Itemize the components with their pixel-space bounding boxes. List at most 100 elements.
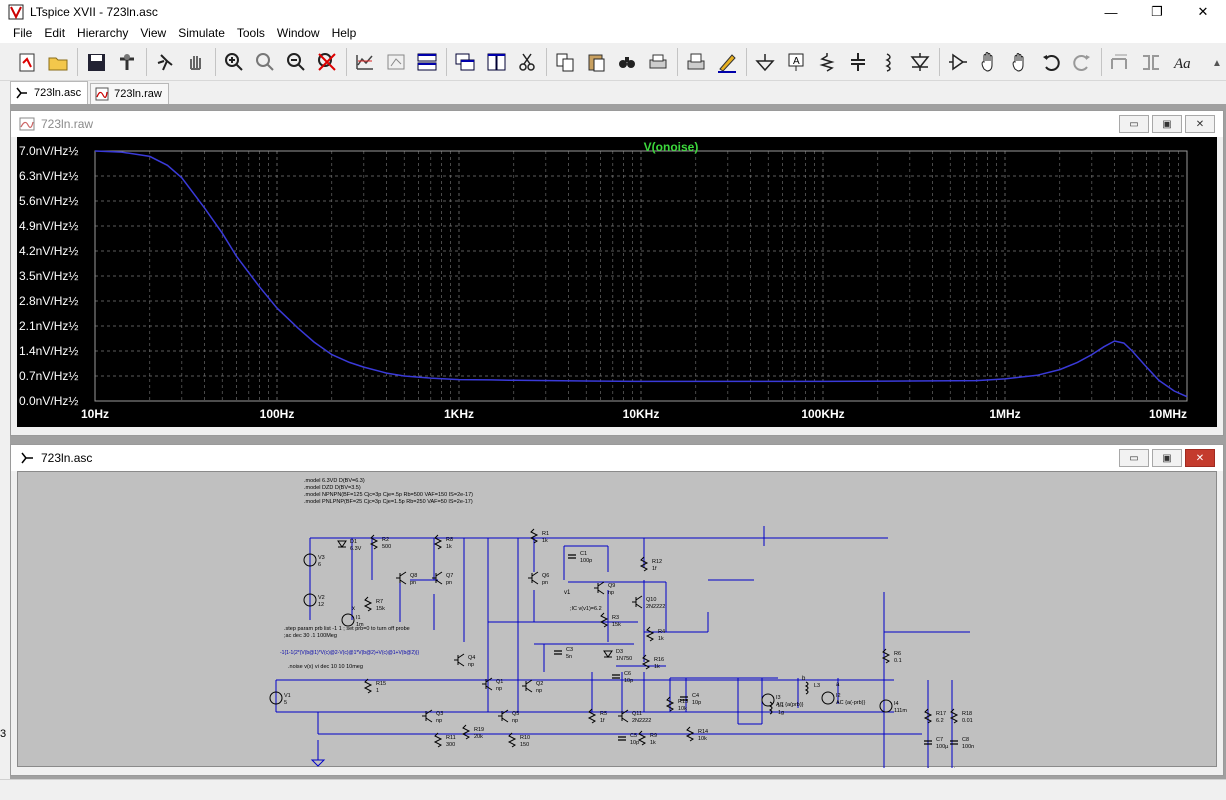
waveform-close-button[interactable]: ✕ [1185, 115, 1215, 133]
menu-simulate[interactable]: Simulate [178, 26, 225, 40]
minimize-button[interactable]: — [1104, 4, 1118, 20]
new-schematic-button[interactable] [12, 47, 42, 77]
print-setup-button[interactable] [681, 47, 711, 77]
maximize-button[interactable]: ❐ [1151, 4, 1163, 19]
menu-help[interactable]: Help [331, 26, 357, 40]
inductor-button[interactable] [874, 47, 904, 77]
zoom-pan-button[interactable] [250, 47, 280, 77]
net-label[interactable]: v1 [564, 590, 571, 596]
zoom-cancel-button[interactable] [312, 47, 342, 77]
spice-directive[interactable]: .model PNLPNP(BF=25 Cjc=3p Cje=1.5p Rb=2… [304, 499, 473, 505]
autorange-button[interactable] [350, 47, 380, 77]
pencil-wire-button[interactable] [712, 47, 742, 77]
menu-tools[interactable]: Tools [236, 26, 265, 40]
tile-horizontal-button[interactable] [412, 47, 442, 77]
component-d1[interactable]: D16.3V [337, 539, 362, 552]
schematic-close-button[interactable]: ✕ [1185, 449, 1215, 467]
drag-hand-button[interactable] [1005, 47, 1035, 77]
paste-button[interactable] [581, 47, 611, 77]
cut-button[interactable] [512, 47, 542, 77]
spice-directive[interactable]: .model DZD D(BV=3.5) [304, 485, 361, 491]
menu-window[interactable]: Window [276, 26, 320, 40]
menu-hierarchy[interactable]: Hierarchy [77, 26, 129, 40]
toolbar-overflow-icon[interactable]: ▲ [1212, 58, 1222, 69]
zoom-in-button[interactable] [219, 47, 249, 77]
tab-waveform[interactable]: 723ln.raw [90, 83, 169, 104]
fit-button[interactable] [381, 47, 411, 77]
waveform-window-titlebar[interactable]: 723ln.raw ▭ ▣ ✕ [11, 111, 1223, 137]
schematic-minimize-button[interactable]: ▭ [1119, 449, 1149, 467]
move-hand-button[interactable] [974, 47, 1004, 77]
print-button[interactable] [643, 47, 673, 77]
ac-comment[interactable]: ;ac dec 30 .1 100Meg [284, 633, 337, 639]
run-button[interactable] [150, 47, 180, 77]
open-folder-button[interactable] [43, 47, 73, 77]
net-label[interactable]: x [352, 606, 355, 612]
component-v1[interactable]: V15 [269, 691, 291, 706]
tile-vertical-button[interactable] [481, 47, 511, 77]
ic-comment[interactable]: ;IC v(v1)=6.2 [570, 606, 602, 612]
resistor-button[interactable] [812, 47, 842, 77]
control-panel-button[interactable] [112, 47, 142, 77]
trace-title[interactable]: V(onoise) [644, 140, 699, 154]
copy-button[interactable] [550, 47, 580, 77]
component-button[interactable] [943, 47, 973, 77]
capacitor-button[interactable] [843, 47, 873, 77]
zoom-out-button[interactable] [281, 47, 311, 77]
redo-button[interactable] [1067, 47, 1097, 77]
undo-button[interactable] [1036, 47, 1066, 77]
net-label[interactable]: a [836, 682, 840, 688]
waveform-maximize-button[interactable]: ▣ [1152, 115, 1182, 133]
spice-directive[interactable]: .model NPNPN(BF=125 Cjc=3p Cje=.5p Rb=50… [304, 492, 473, 498]
component-r6[interactable]: R60.1 [881, 648, 902, 664]
diode-button[interactable] [905, 47, 935, 77]
component-l3[interactable]: L3 [804, 681, 820, 695]
save-button[interactable] [81, 47, 111, 77]
step-directive[interactable]: .step param prb list -1 1 ; set prb=0 to… [284, 626, 410, 632]
cascade-button[interactable] [450, 47, 480, 77]
spice-directive[interactable]: .model 6.3VD D(BV=6.3) [304, 478, 365, 484]
net-label[interactable]: b [802, 676, 806, 682]
schematic-canvas[interactable]: .model 6.3VD D(BV=6.3).model DZD D(BV=3.… [17, 471, 1218, 793]
schematic-drawing[interactable]: .model 6.3VD D(BV=6.3).model DZD D(BV=3.… [18, 472, 1218, 793]
noise-directive[interactable]: .noise v(x) vi dec 10 10 10meg [288, 664, 363, 670]
menu-view[interactable]: View [140, 26, 167, 40]
rotate-button[interactable] [1105, 47, 1135, 77]
